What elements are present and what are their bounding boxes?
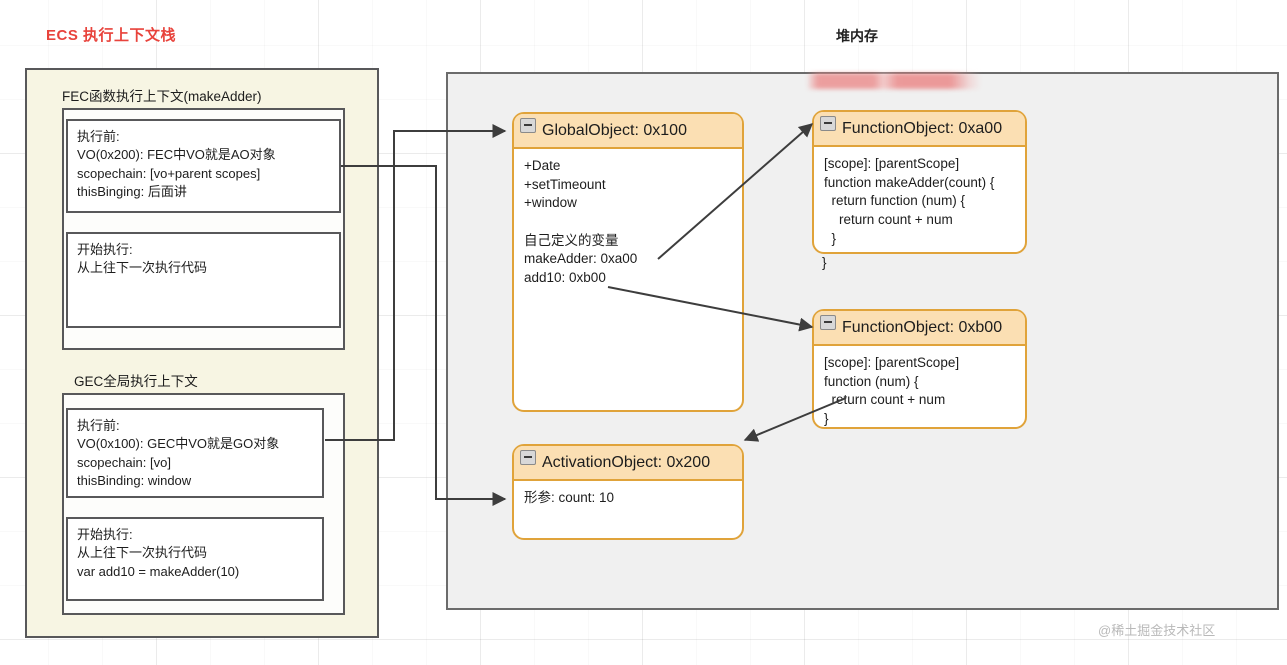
heap-memory-title: 堆内存 [836, 28, 878, 44]
global-object-box: GlobalObject: 0x100 +Date +setTimeount +… [512, 112, 744, 412]
gec-before-execution-card: 执行前: VO(0x100): GEC中VO就是GO对象 scopechain:… [66, 408, 324, 498]
fec-start-execution-card: 开始执行: 从上往下一次执行代码 [66, 232, 341, 328]
collapse-icon[interactable] [820, 116, 836, 131]
collapse-icon[interactable] [520, 118, 536, 133]
function-object-b00-body: [scope]: [parentScope] function (num) { … [824, 355, 960, 426]
redacted-block [808, 73, 980, 89]
activation-object-header: ActivationObject: 0x200 [514, 446, 742, 481]
function-object-a00-header: FunctionObject: 0xa00 [814, 112, 1025, 147]
ecs-stack-title: ECS 执行上下文栈 [46, 27, 177, 44]
gec-context-label: GEC全局执行上下文 [74, 374, 198, 389]
function-object-b00-box: FunctionObject: 0xb00 [scope]: [parentSc… [812, 309, 1027, 429]
global-object-body: +Date +setTimeount +window 自己定义的变量 makeA… [524, 158, 638, 285]
function-object-a00-title: FunctionObject: 0xa00 [842, 120, 1003, 137]
global-object-header: GlobalObject: 0x100 [514, 114, 742, 149]
collapse-icon[interactable] [820, 315, 836, 330]
function-object-a00-tail: } [822, 255, 827, 270]
activation-object-title: ActivationObject: 0x200 [542, 454, 711, 471]
global-object-title: GlobalObject: 0x100 [542, 122, 687, 139]
activation-object-box: ActivationObject: 0x200 形参: count: 10 [512, 444, 744, 540]
function-object-a00-box: FunctionObject: 0xa00 [scope]: [parentSc… [812, 110, 1027, 254]
gec-start-execution-card: 开始执行: 从上往下一次执行代码 var add10 = makeAdder(1… [66, 517, 324, 601]
function-object-a00-body: [scope]: [parentScope] function makeAdde… [824, 156, 995, 246]
function-object-b00-header: FunctionObject: 0xb00 [814, 311, 1025, 346]
fec-context-label: FEC函数执行上下文(makeAdder) [62, 89, 262, 104]
activation-object-body: 形参: count: 10 [524, 490, 615, 505]
function-object-b00-title: FunctionObject: 0xb00 [842, 319, 1003, 336]
fec-before-execution-card: 执行前: VO(0x200): FEC中VO就是AO对象 scopechain:… [66, 119, 341, 213]
watermark: @稀土掘金技术社区 [1098, 623, 1216, 638]
collapse-icon[interactable] [520, 450, 536, 465]
